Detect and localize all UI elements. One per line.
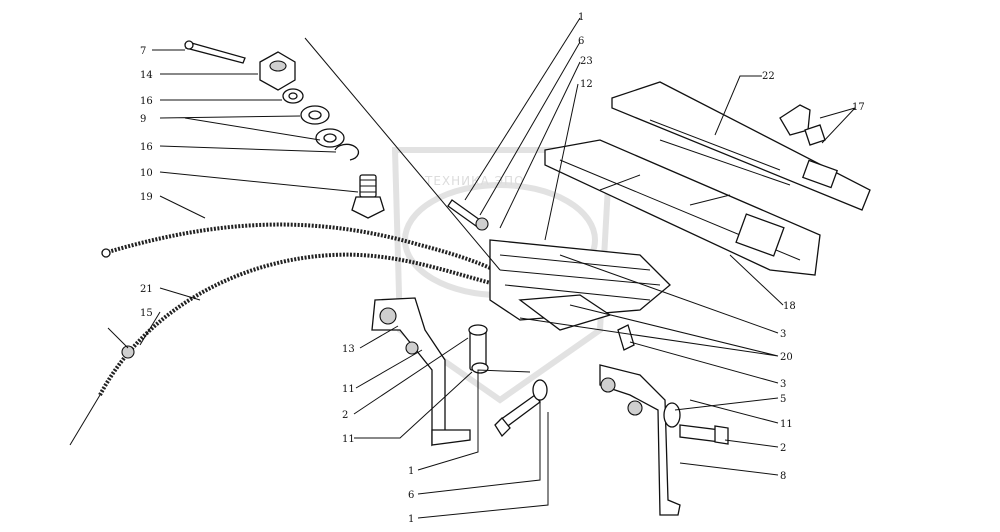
screw-1 [447, 199, 489, 231]
callout-20: 20 [780, 352, 793, 363]
leader-lines [139, 17, 856, 519]
callout-14: 14 [140, 70, 153, 81]
callout-1: 1 [408, 466, 414, 477]
left-support [371, 297, 471, 447]
callout-7: 7 [140, 46, 146, 57]
bolt-10 [351, 174, 385, 219]
cotter-pin-7 [184, 40, 246, 64]
plate-18 [544, 139, 821, 276]
right-support [599, 364, 681, 516]
callout-23: 23 [580, 56, 593, 67]
callout-5: 5 [780, 394, 786, 405]
callout-1: 1 [578, 12, 584, 23]
callout-6: 6 [578, 36, 584, 47]
callout-22: 22 [762, 71, 775, 82]
callout-11: 11 [342, 384, 355, 395]
plate-22 [611, 81, 871, 211]
callout-13: 13 [342, 344, 355, 355]
callout-16: 16 [140, 142, 153, 153]
callout-12: 12 [580, 79, 593, 90]
callout-11: 11 [342, 434, 355, 445]
watermark-text: ТЕХНИКА ЭПО [424, 174, 525, 188]
bolt-2-right [663, 402, 729, 445]
callout-labels: 7 14 16 9 16 10 19 21 15 13 11 2 11 1 6 … [140, 12, 865, 525]
callout-9: 9 [140, 114, 146, 125]
callout-18: 18 [783, 301, 796, 312]
callout-21: 21 [140, 284, 153, 295]
cable-19 [101, 222, 522, 287]
callout-10: 10 [140, 168, 153, 179]
bolt-2-left [468, 324, 489, 374]
castle-nut-14 [259, 51, 296, 91]
callout-2: 2 [780, 443, 786, 454]
spring-washer-16 [334, 143, 360, 161]
callout-6: 6 [408, 490, 414, 501]
callout-3: 3 [780, 379, 786, 390]
callout-1: 1 [408, 514, 414, 525]
callout-16: 16 [140, 96, 153, 107]
washer-9 [300, 105, 345, 148]
screw-3 [617, 324, 635, 351]
bolt-1-bottom [494, 379, 548, 438]
callout-2: 2 [342, 410, 348, 421]
callout-19: 19 [140, 192, 153, 203]
callout-3: 3 [780, 329, 786, 340]
clip-17 [779, 104, 826, 146]
cable-21 [69, 252, 521, 446]
washer-16 [282, 88, 304, 104]
callout-11: 11 [780, 419, 793, 430]
callout-15: 15 [140, 308, 153, 319]
callout-8: 8 [780, 471, 786, 482]
callout-17: 17 [852, 102, 865, 113]
bracket-assembly [489, 239, 671, 331]
